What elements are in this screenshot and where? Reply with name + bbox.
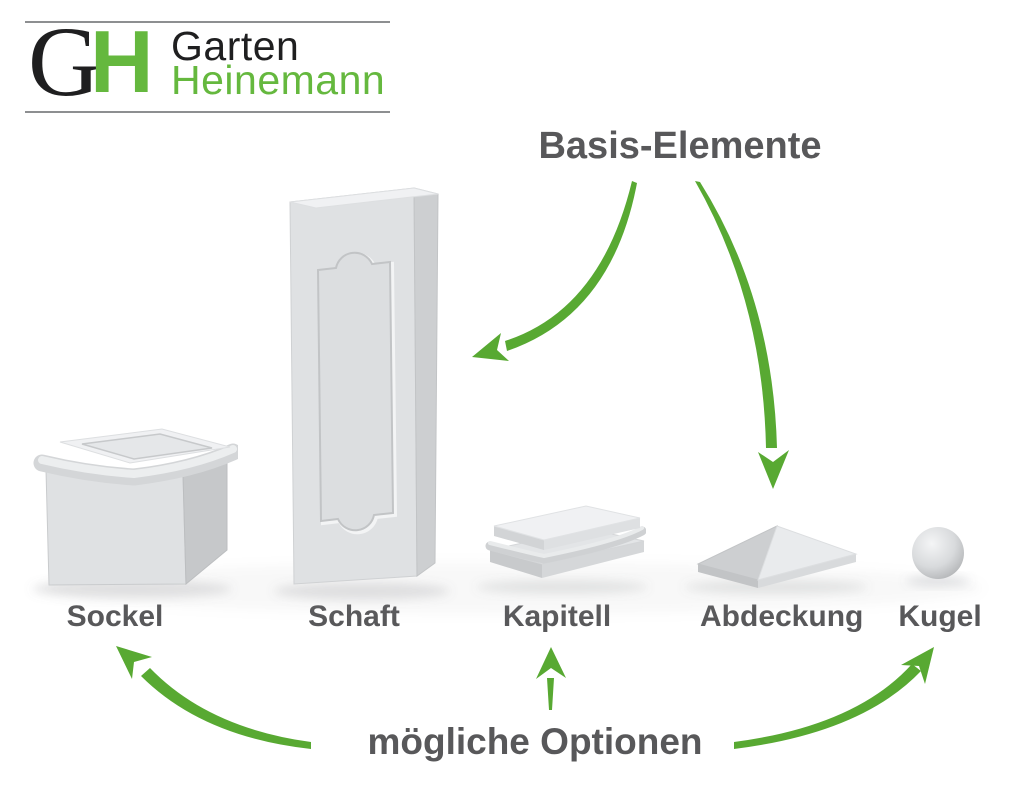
- label-sockel: Sockel: [66, 600, 164, 633]
- logo-word-heinemann: Heinemann: [171, 57, 386, 103]
- title-basis-elemente: Basis-Elemente: [538, 125, 822, 167]
- logo-monogram-g: G: [28, 6, 101, 117]
- label-kugel: Kugel: [898, 600, 982, 633]
- schaft-image: [289, 187, 439, 585]
- logo-rule-top: [25, 21, 390, 23]
- sockel-image: [33, 428, 238, 586]
- kugel-image: [912, 527, 964, 579]
- logo-word-garten: Garten: [171, 23, 300, 69]
- logo-monogram-h: H: [90, 12, 154, 111]
- logo-rule-bottom: [25, 111, 390, 113]
- kapitell-image: [485, 505, 646, 578]
- abdeckung-image: [696, 525, 858, 588]
- title-moegliche-optionen: mögliche Optionen: [367, 721, 703, 762]
